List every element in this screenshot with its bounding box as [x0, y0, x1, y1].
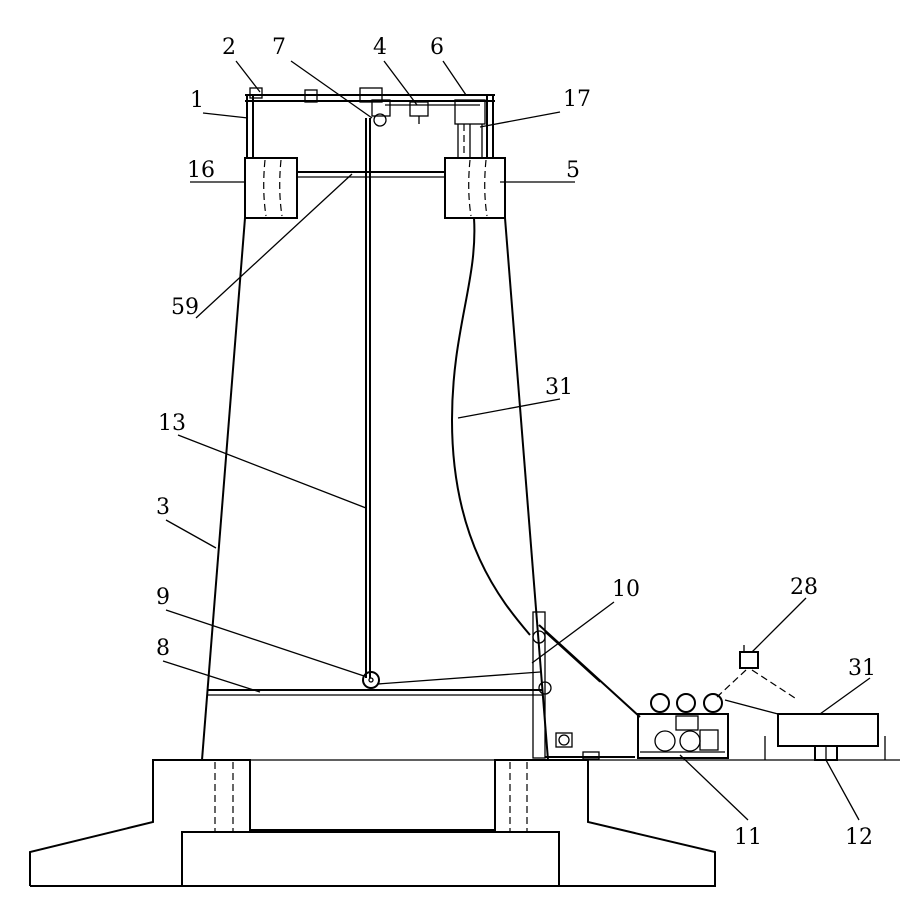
leader-lines — [163, 61, 870, 820]
label-31b: 31 — [848, 656, 876, 681]
label-7: 7 — [272, 35, 286, 60]
label-10: 10 — [612, 577, 640, 602]
cable-31 — [452, 218, 530, 635]
label-59: 59 — [171, 295, 199, 320]
mast-10 — [533, 612, 640, 759]
label-12: 12 — [845, 825, 873, 850]
tower-shaft — [202, 218, 548, 760]
label-6: 6 — [430, 35, 444, 60]
winch-11 — [638, 694, 728, 758]
label-2: 2 — [222, 35, 236, 60]
label-28: 28 — [790, 575, 818, 600]
label-5: 5 — [566, 158, 580, 183]
block-5 — [445, 158, 505, 218]
load-31 — [725, 700, 878, 746]
drum-12 — [815, 746, 837, 760]
label-13: 13 — [158, 411, 186, 436]
remote-28 — [717, 645, 798, 700]
label-1: 1 — [190, 88, 204, 113]
label-17: 17 — [563, 87, 591, 112]
label-4: 4 — [373, 35, 387, 60]
label-31a: 31 — [545, 375, 573, 400]
label-3: 3 — [156, 495, 170, 520]
label-8: 8 — [156, 636, 170, 661]
label-9: 9 — [156, 585, 170, 610]
label-11: 11 — [734, 825, 762, 850]
block-16 — [245, 158, 297, 218]
label-16: 16 — [187, 158, 215, 183]
foundation — [30, 760, 715, 886]
